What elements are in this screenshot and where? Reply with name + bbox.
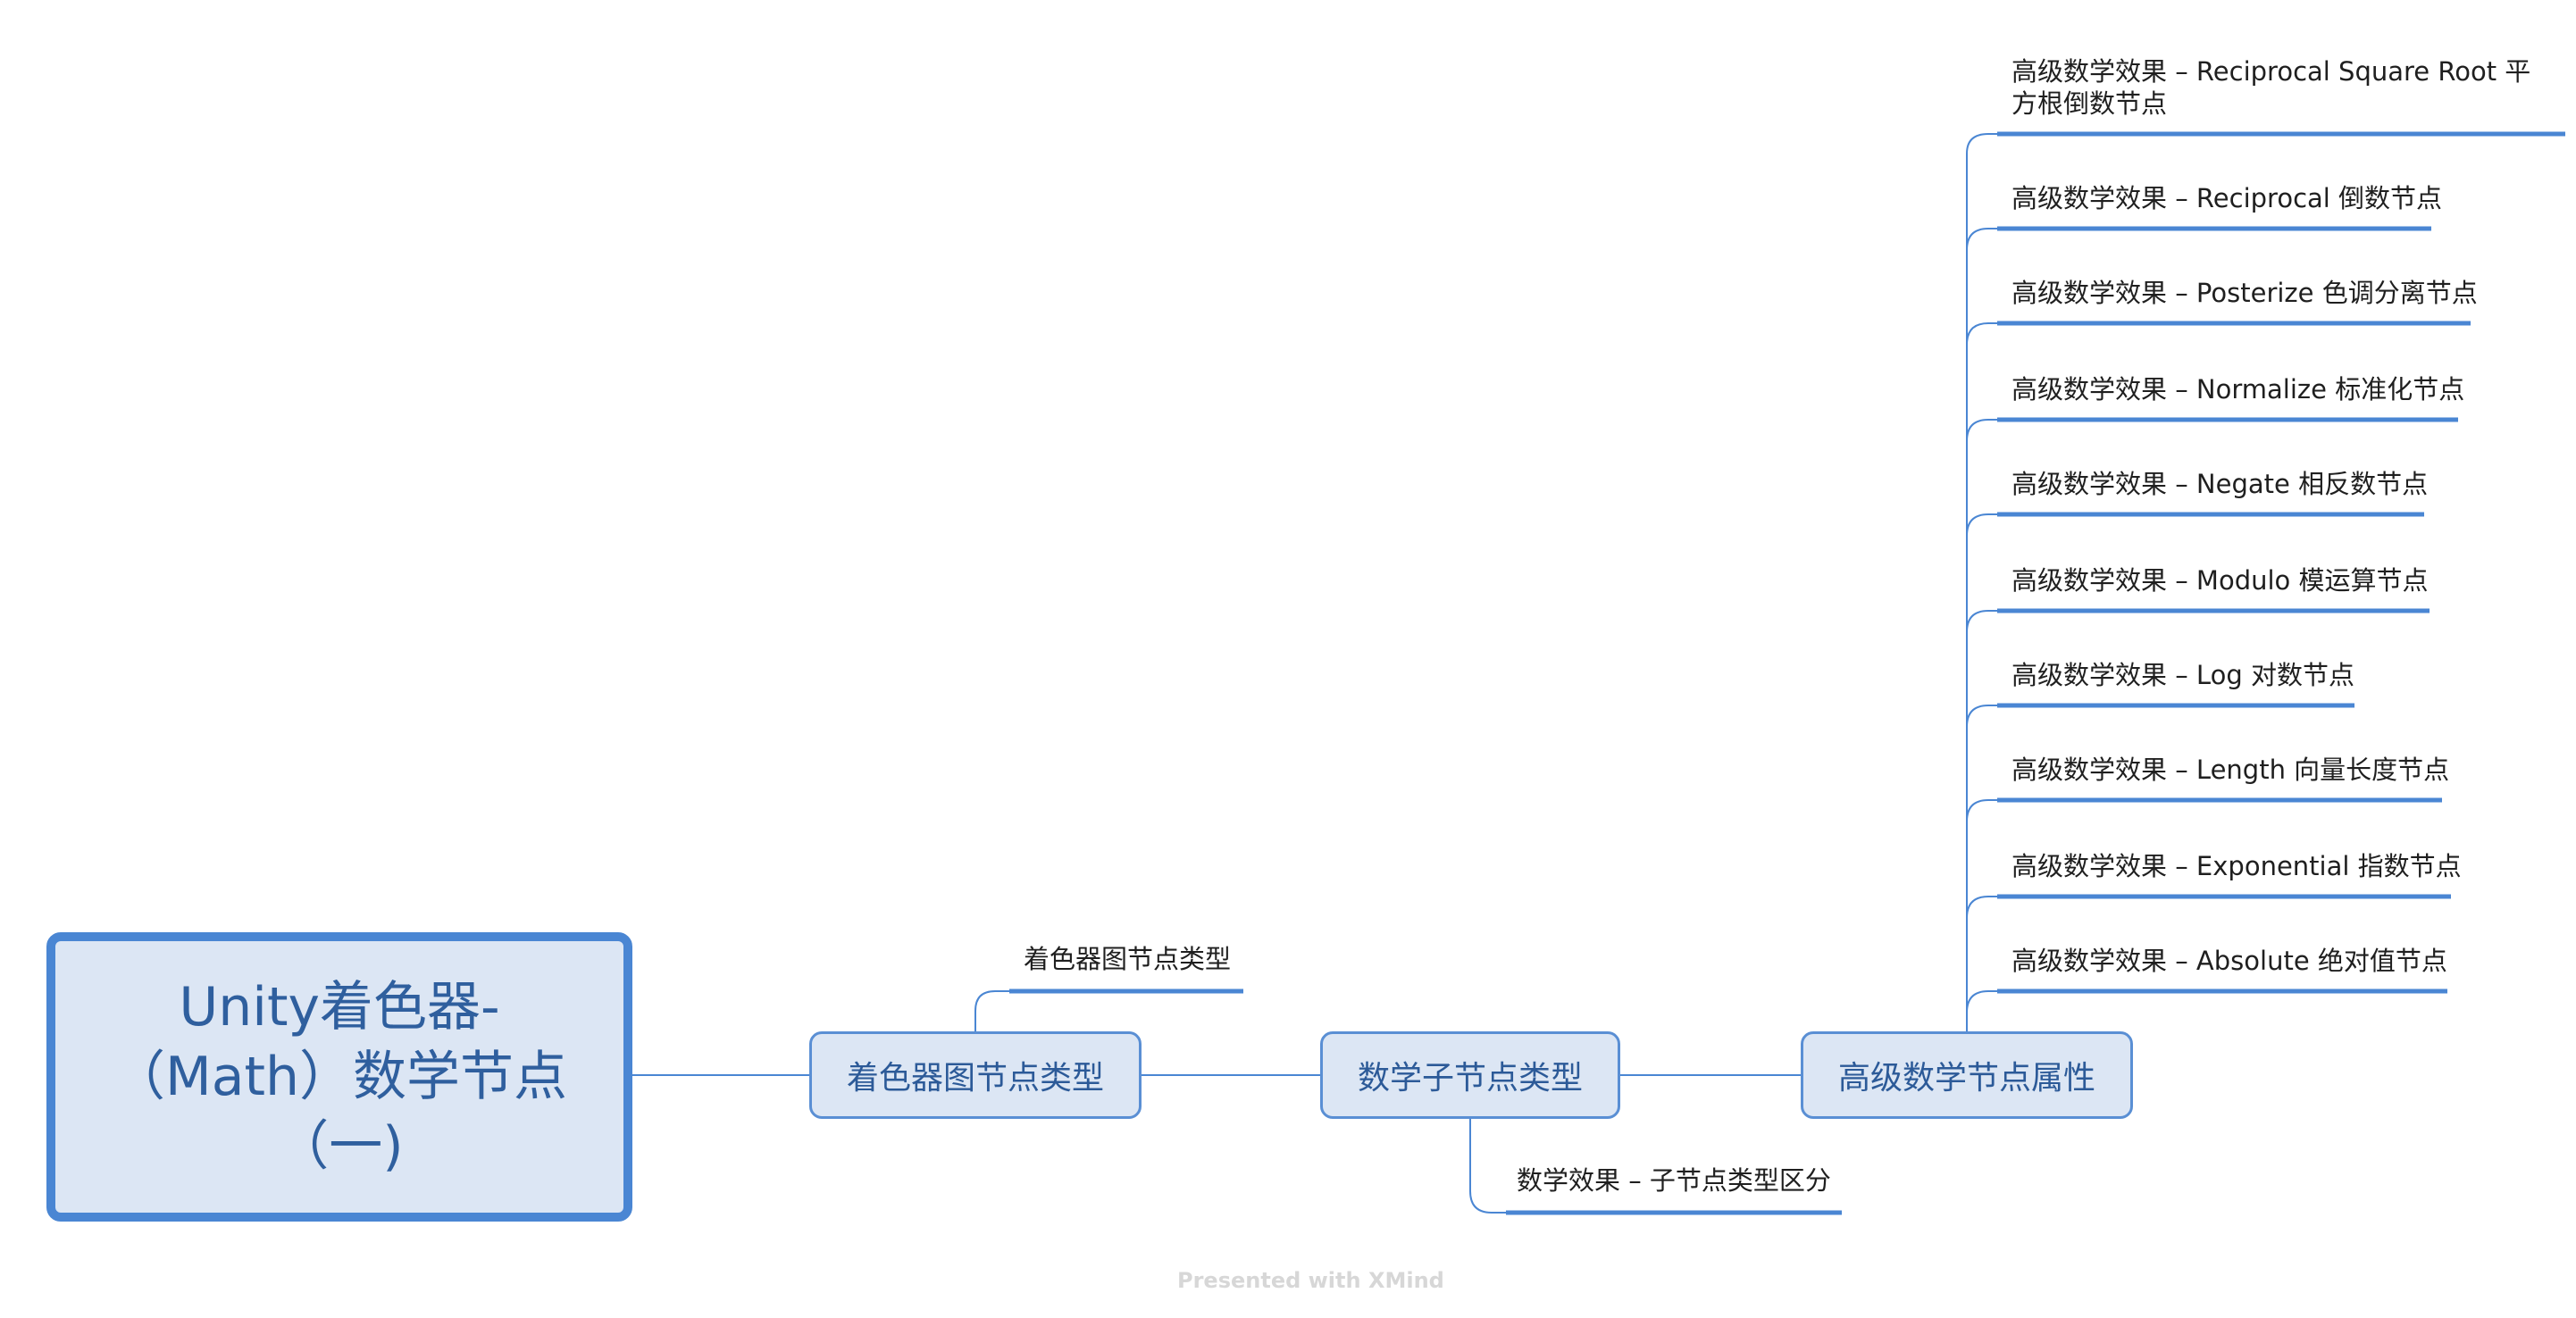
central-topic-label: Unity着色器-（Math）数学节点（一) [111,976,568,1178]
branch-node-advanced-math-properties[interactable]: 高级数学节点属性 [1801,1031,2133,1119]
branch-node-math-subnode-types[interactable]: 数学子节点类型 [1320,1031,1620,1119]
subtopic-shader-graph-node-types[interactable]: 着色器图节点类型 [1024,944,1232,974]
connector-branch3-leaf-curve [1966,896,2001,919]
connector-branch3-leaf-curve [1966,419,2001,442]
branch-label: 数学子节点类型 [1357,1060,1583,1097]
connector-branch3-leaf-curve [1966,799,2001,822]
subtopic-reciprocal[interactable]: 高级数学效果 – Reciprocal 倒数节点 [2011,183,2443,213]
xmind-watermark: Presented with XMind [1177,1268,1444,1293]
connector-branch3-leaf-curve [1966,322,2001,346]
subtopic-normalize[interactable]: 高级数学效果 – Normalize 标准化节点 [2011,374,2465,405]
subtopic-reciprocal-square-root[interactable]: 高级数学效果 – Reciprocal Square Root 平方根倒数节点 [2011,56,2531,119]
connector-branch3-leaf-curve [1966,228,2001,251]
subtopic-absolute[interactable]: 高级数学效果 – Absolute 绝对值节点 [2011,946,2447,976]
connector-branch2-subtopic [1469,1119,1510,1214]
subtopic-math-effect-subnode-distinction[interactable]: 数学效果 – 子节点类型区分 [1517,1165,1831,1196]
subtopic-modulo[interactable]: 高级数学效果 – Modulo 模运算节点 [2011,565,2429,596]
subtopic-negate[interactable]: 高级数学效果 – Negate 相反数节点 [2011,469,2429,499]
connector-branch3-top-curve [1966,133,2001,154]
subtopic-log[interactable]: 高级数学效果 – Log 对数节点 [2011,660,2354,690]
branch-label: 高级数学节点属性 [1837,1060,2095,1097]
connector-branch3-leaf-curve [1966,610,2001,633]
subtopic-exponential[interactable]: 高级数学效果 – Exponential 指数节点 [2011,851,2462,881]
branch-label: 着色器图节点类型 [846,1060,1104,1097]
subtopic-length[interactable]: 高级数学效果 – Length 向量长度节点 [2011,755,2450,785]
branch-node-shader-graph-node-types[interactable]: 着色器图节点类型 [809,1031,1142,1119]
connector-branch1-subtopic [974,990,1013,1031]
subtopic-posterize[interactable]: 高级数学效果 – Posterize 色调分离节点 [2011,278,2478,308]
connector-branch3-leaf-curve [1966,990,2001,1014]
connector-branch3-leaf-curve [1966,513,2001,537]
connector-branch3-leaf-curve [1966,705,2001,728]
central-topic[interactable]: Unity着色器-（Math）数学节点（一) [46,932,632,1222]
